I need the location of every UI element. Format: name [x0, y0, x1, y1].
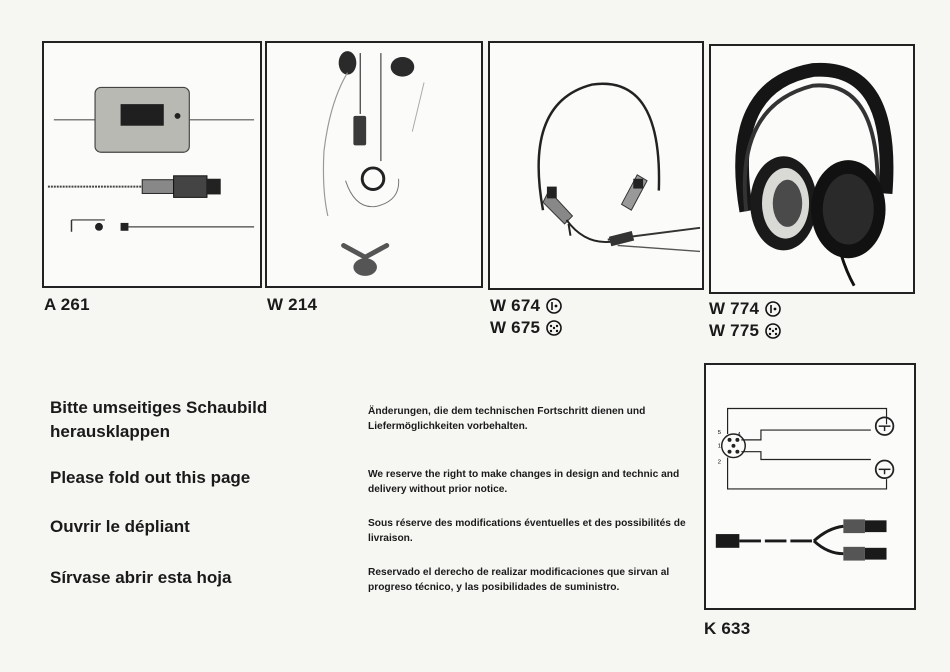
model-row-w774: W 774 [709, 298, 781, 320]
disclaimer-french: Sous réserve des modifications éventuell… [368, 518, 686, 544]
din-plug-5pin-icon [765, 323, 781, 339]
model-row-w775: W 775 [709, 320, 781, 342]
model-label-a261: A 261 [44, 295, 90, 314]
w774-image-panel [709, 44, 915, 294]
fold-out-french: Ouvrir le dépliant [50, 517, 190, 536]
din-plug-2pin-icon [765, 301, 781, 317]
k633-diagram-panel: 5 4 1 2 [704, 363, 916, 610]
pin-label-1: 1 [718, 444, 721, 450]
pin-label-4: 4 [737, 432, 741, 438]
fold-out-english: Please fold out this page [50, 468, 251, 487]
disclaimer-spanish: Reservado el derecho de realizar modific… [368, 567, 670, 593]
fold-out-spanish: Sírvase abrir esta hoja [50, 568, 232, 587]
fold-out-german: Bitte umseitiges Schaubild herausklappen [50, 398, 268, 441]
din-plug-5pin-icon [546, 320, 562, 336]
k633-wiring-diagram: 5 4 1 2 [715, 407, 895, 561]
a261-image-panel [42, 41, 262, 288]
headset-illustration [537, 82, 701, 253]
model-labels-w674-w675: W 674 W 675 [490, 295, 562, 339]
disclaimer-german: Änderungen, die dem technischen Fortschr… [368, 406, 646, 432]
pin-label-2: 2 [718, 459, 721, 465]
w214-earphone-illustration [322, 51, 425, 276]
studio-headphones-illustration [735, 62, 894, 287]
disclaimer-english: We reserve the right to make changes in … [368, 469, 680, 495]
model-labels-w774-w775: W 774 W 775 [709, 298, 781, 342]
a261-adapter-illustration [47, 86, 255, 232]
model-label-k633: K 633 [704, 619, 751, 638]
w214-image-panel [265, 41, 483, 288]
pin-label-5: 5 [718, 430, 722, 436]
model-row-w675: W 675 [490, 317, 562, 339]
model-label-w214: W 214 [267, 295, 318, 314]
model-row-w674: W 674 [490, 295, 562, 317]
w674-image-panel [488, 41, 704, 290]
din-plug-2pin-icon [546, 298, 562, 314]
